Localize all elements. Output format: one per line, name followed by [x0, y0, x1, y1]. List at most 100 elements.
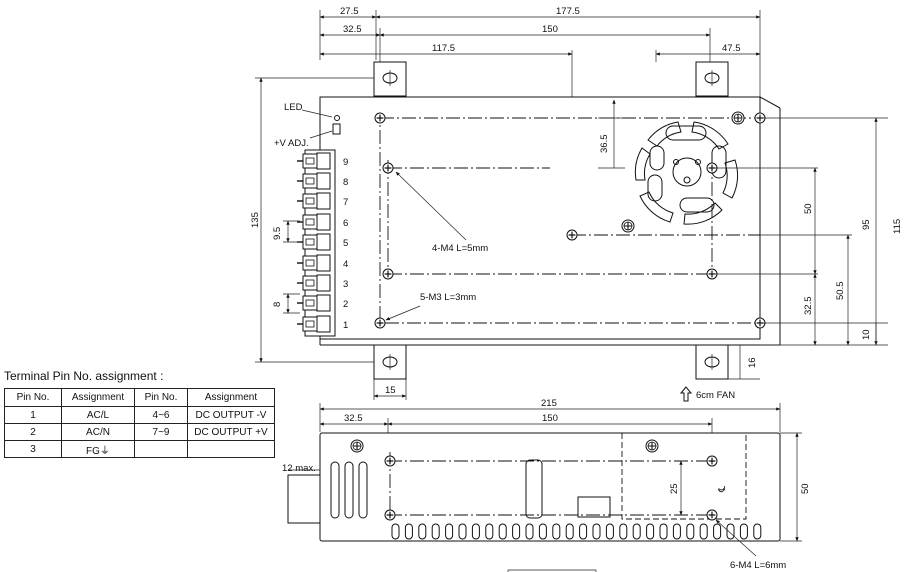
terminal-6: 6 [343, 218, 348, 229]
vent-slot [699, 523, 708, 540]
dim-15: 15 [385, 385, 396, 396]
table-cell: DC OUTPUT +V [187, 423, 275, 441]
m4-callout: 4-M4 L=5mm [432, 243, 488, 254]
vent-slot [579, 523, 588, 540]
vent-slot [592, 523, 601, 540]
side-dim-50: 50 [800, 483, 811, 494]
vent-slot [632, 523, 641, 540]
vent-slot [512, 523, 521, 540]
table-cell: 3 [4, 440, 62, 458]
dim-9-5: 9.5 [272, 227, 283, 240]
terminal-numbers: 9 8 7 6 5 4 3 2 1 [343, 157, 348, 331]
vent-slot [525, 523, 534, 540]
vent-slot [431, 523, 440, 540]
side-dim-32-5: 32.5 [344, 413, 363, 424]
vent-slot [659, 523, 668, 540]
pin-assignment-title: Terminal Pin No. assignment : [4, 369, 164, 383]
table-cell: FG⏚ [61, 440, 135, 458]
terminal-1: 1 [343, 320, 348, 331]
vent-slot [739, 523, 748, 540]
fan [621, 111, 745, 233]
pin-assignment-table: Pin No. Assignment Pin No. Assignment 1 … [4, 388, 275, 458]
table-cell: DC OUTPUT -V [187, 406, 275, 424]
vadj-label: +V ADJ. [274, 138, 309, 149]
led-vadj: LED +V ADJ. [274, 102, 341, 149]
side-dim-150: 150 [542, 413, 558, 424]
table-cell: AC/L [61, 406, 135, 424]
vent-slot [552, 523, 561, 540]
dim-8: 8 [272, 302, 283, 307]
col-assignment-1: Assignment [61, 388, 135, 407]
vent-slot [713, 523, 722, 540]
terminal-2: 2 [343, 299, 348, 310]
vent-slot [458, 523, 467, 540]
top-plate [319, 96, 761, 340]
dim-135: 135 [250, 212, 261, 228]
centerline-symbol: ℄ [717, 485, 728, 493]
side-dim-12max: 12 max. [282, 463, 316, 474]
left-dimensions: 135 9.5 8 [250, 77, 374, 363]
col-pin-no-1: Pin No. [4, 388, 62, 407]
table-cell: 1 [4, 406, 62, 424]
led-label: LED [284, 102, 303, 113]
table-row: 2 AC/N 7~9 DC OUTPUT +V [4, 423, 275, 441]
dim-95: 95 [861, 219, 872, 230]
m4-6-callout: 6-M4 L=6mm [730, 560, 786, 571]
side-dim-25: 25 [669, 483, 680, 494]
terminal-8: 8 [343, 177, 348, 188]
table-cell: 7~9 [134, 423, 188, 441]
dim-36-5: 36.5 [599, 135, 610, 154]
m3-callout: 5-M3 L=3mm [420, 292, 476, 303]
terminal-4: 4 [343, 259, 348, 270]
vent-slot [471, 523, 480, 540]
side-vent-slots-left [330, 461, 368, 519]
table-cell [134, 440, 188, 458]
side-dim-215: 215 [541, 398, 557, 409]
table-row: 3 FG⏚ [4, 440, 275, 458]
vent-slot [418, 523, 427, 540]
terminal-block [296, 149, 336, 337]
terminal-5: 5 [343, 238, 348, 249]
col-assignment-2: Assignment [187, 388, 275, 407]
vent-slot [485, 523, 494, 540]
side-view: 215 32.5 150 12 max. 25 ℄ [282, 398, 811, 572]
dim-27-5: 27.5 [340, 6, 359, 17]
terminal-3: 3 [343, 279, 348, 290]
side-vent-slots-bottom [391, 523, 762, 540]
table-header-row: Pin No. Assignment Pin No. Assignment [4, 388, 275, 407]
vent-slot [404, 523, 413, 540]
fan-label: 6cm FAN [696, 390, 735, 401]
vent-slot [565, 523, 574, 540]
fan-arrow-icon [679, 386, 693, 402]
dim-177-5: 177.5 [556, 6, 580, 17]
vent-slot [619, 523, 628, 540]
dim-32-5-right: 32.5 [803, 297, 814, 316]
mounting-tabs [373, 61, 729, 380]
table-cell: AC/N [61, 423, 135, 441]
dim-32-5: 32.5 [343, 24, 362, 35]
vent-slot [498, 523, 507, 540]
terminal-9: 9 [343, 157, 348, 168]
top-dimensions: 27.5 177.5 32.5 150 117.5 47.5 [319, 6, 761, 235]
vent-slot [686, 523, 695, 540]
side-chassis [319, 432, 781, 542]
vent-slot [605, 523, 614, 540]
dim-117-5: 117.5 [432, 43, 455, 54]
vent-slot [753, 523, 762, 540]
dim-47-5: 47.5 [722, 43, 741, 54]
table-cell: 2 [4, 423, 62, 441]
dim-10: 10 [861, 329, 872, 340]
dim-50-5: 50.5 [835, 282, 846, 301]
table-cell: 4~6 [134, 406, 188, 424]
table-cell [187, 440, 275, 458]
vent-slot [391, 523, 400, 540]
dim-16: 16 [747, 357, 758, 368]
dim-150: 150 [542, 24, 558, 35]
terminal-7: 7 [343, 197, 348, 208]
table-row: 1 AC/L 4~6 DC OUTPUT -V [4, 406, 275, 424]
vent-slot [538, 523, 547, 540]
vent-slot [445, 523, 454, 540]
fan-outline [621, 432, 747, 520]
right-dimensions: 50 95 115 50.5 32.5 10 36.5 [598, 99, 903, 346]
